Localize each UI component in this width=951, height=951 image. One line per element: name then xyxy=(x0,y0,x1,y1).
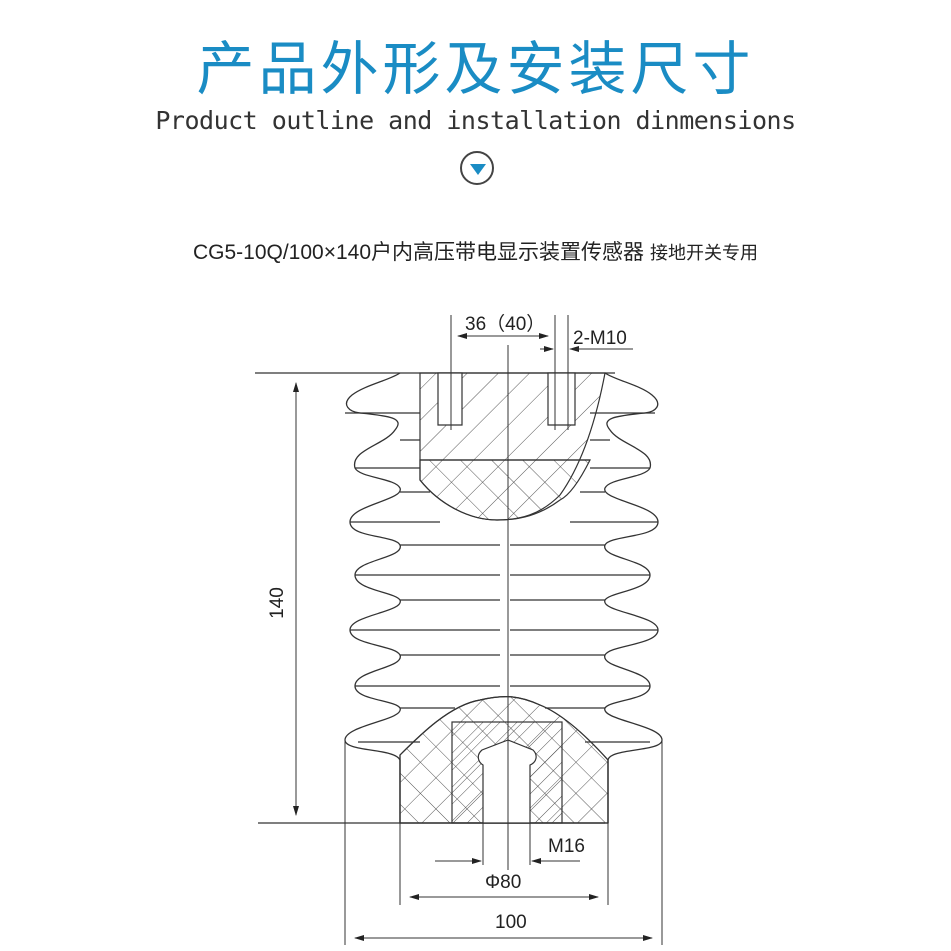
top-insert xyxy=(419,372,606,521)
scroll-down-button[interactable] xyxy=(460,151,494,185)
top-thread-label: 2-M10 xyxy=(573,328,627,349)
page-title: 产品外形及安装尺寸 xyxy=(196,35,755,103)
model-name: CG5-10Q/100×140户内高压带电显示装置传感器 xyxy=(192,241,645,264)
top-spacing-dimension xyxy=(450,315,633,430)
height-label: 140 xyxy=(267,587,288,619)
bottom-thread-label: M16 xyxy=(548,836,585,857)
left-skirt-profile xyxy=(344,372,401,823)
base-diameter-label: Φ80 xyxy=(485,872,521,893)
overall-width-label: 100 xyxy=(495,912,527,933)
page-subtitle: Product outline and installation dinmens… xyxy=(155,106,796,135)
model-caption: CG5-10Q/100×140户内高压带电显示装置传感器接地开关专用 xyxy=(0,236,951,266)
right-skirt-profile xyxy=(604,372,663,823)
model-usage: 接地开关专用 xyxy=(650,243,759,263)
chevron-down-icon xyxy=(470,164,486,175)
top-spacing-label: 36（40） xyxy=(465,313,545,335)
bottom-dimensions xyxy=(344,740,663,945)
bottom-insert xyxy=(399,695,609,824)
